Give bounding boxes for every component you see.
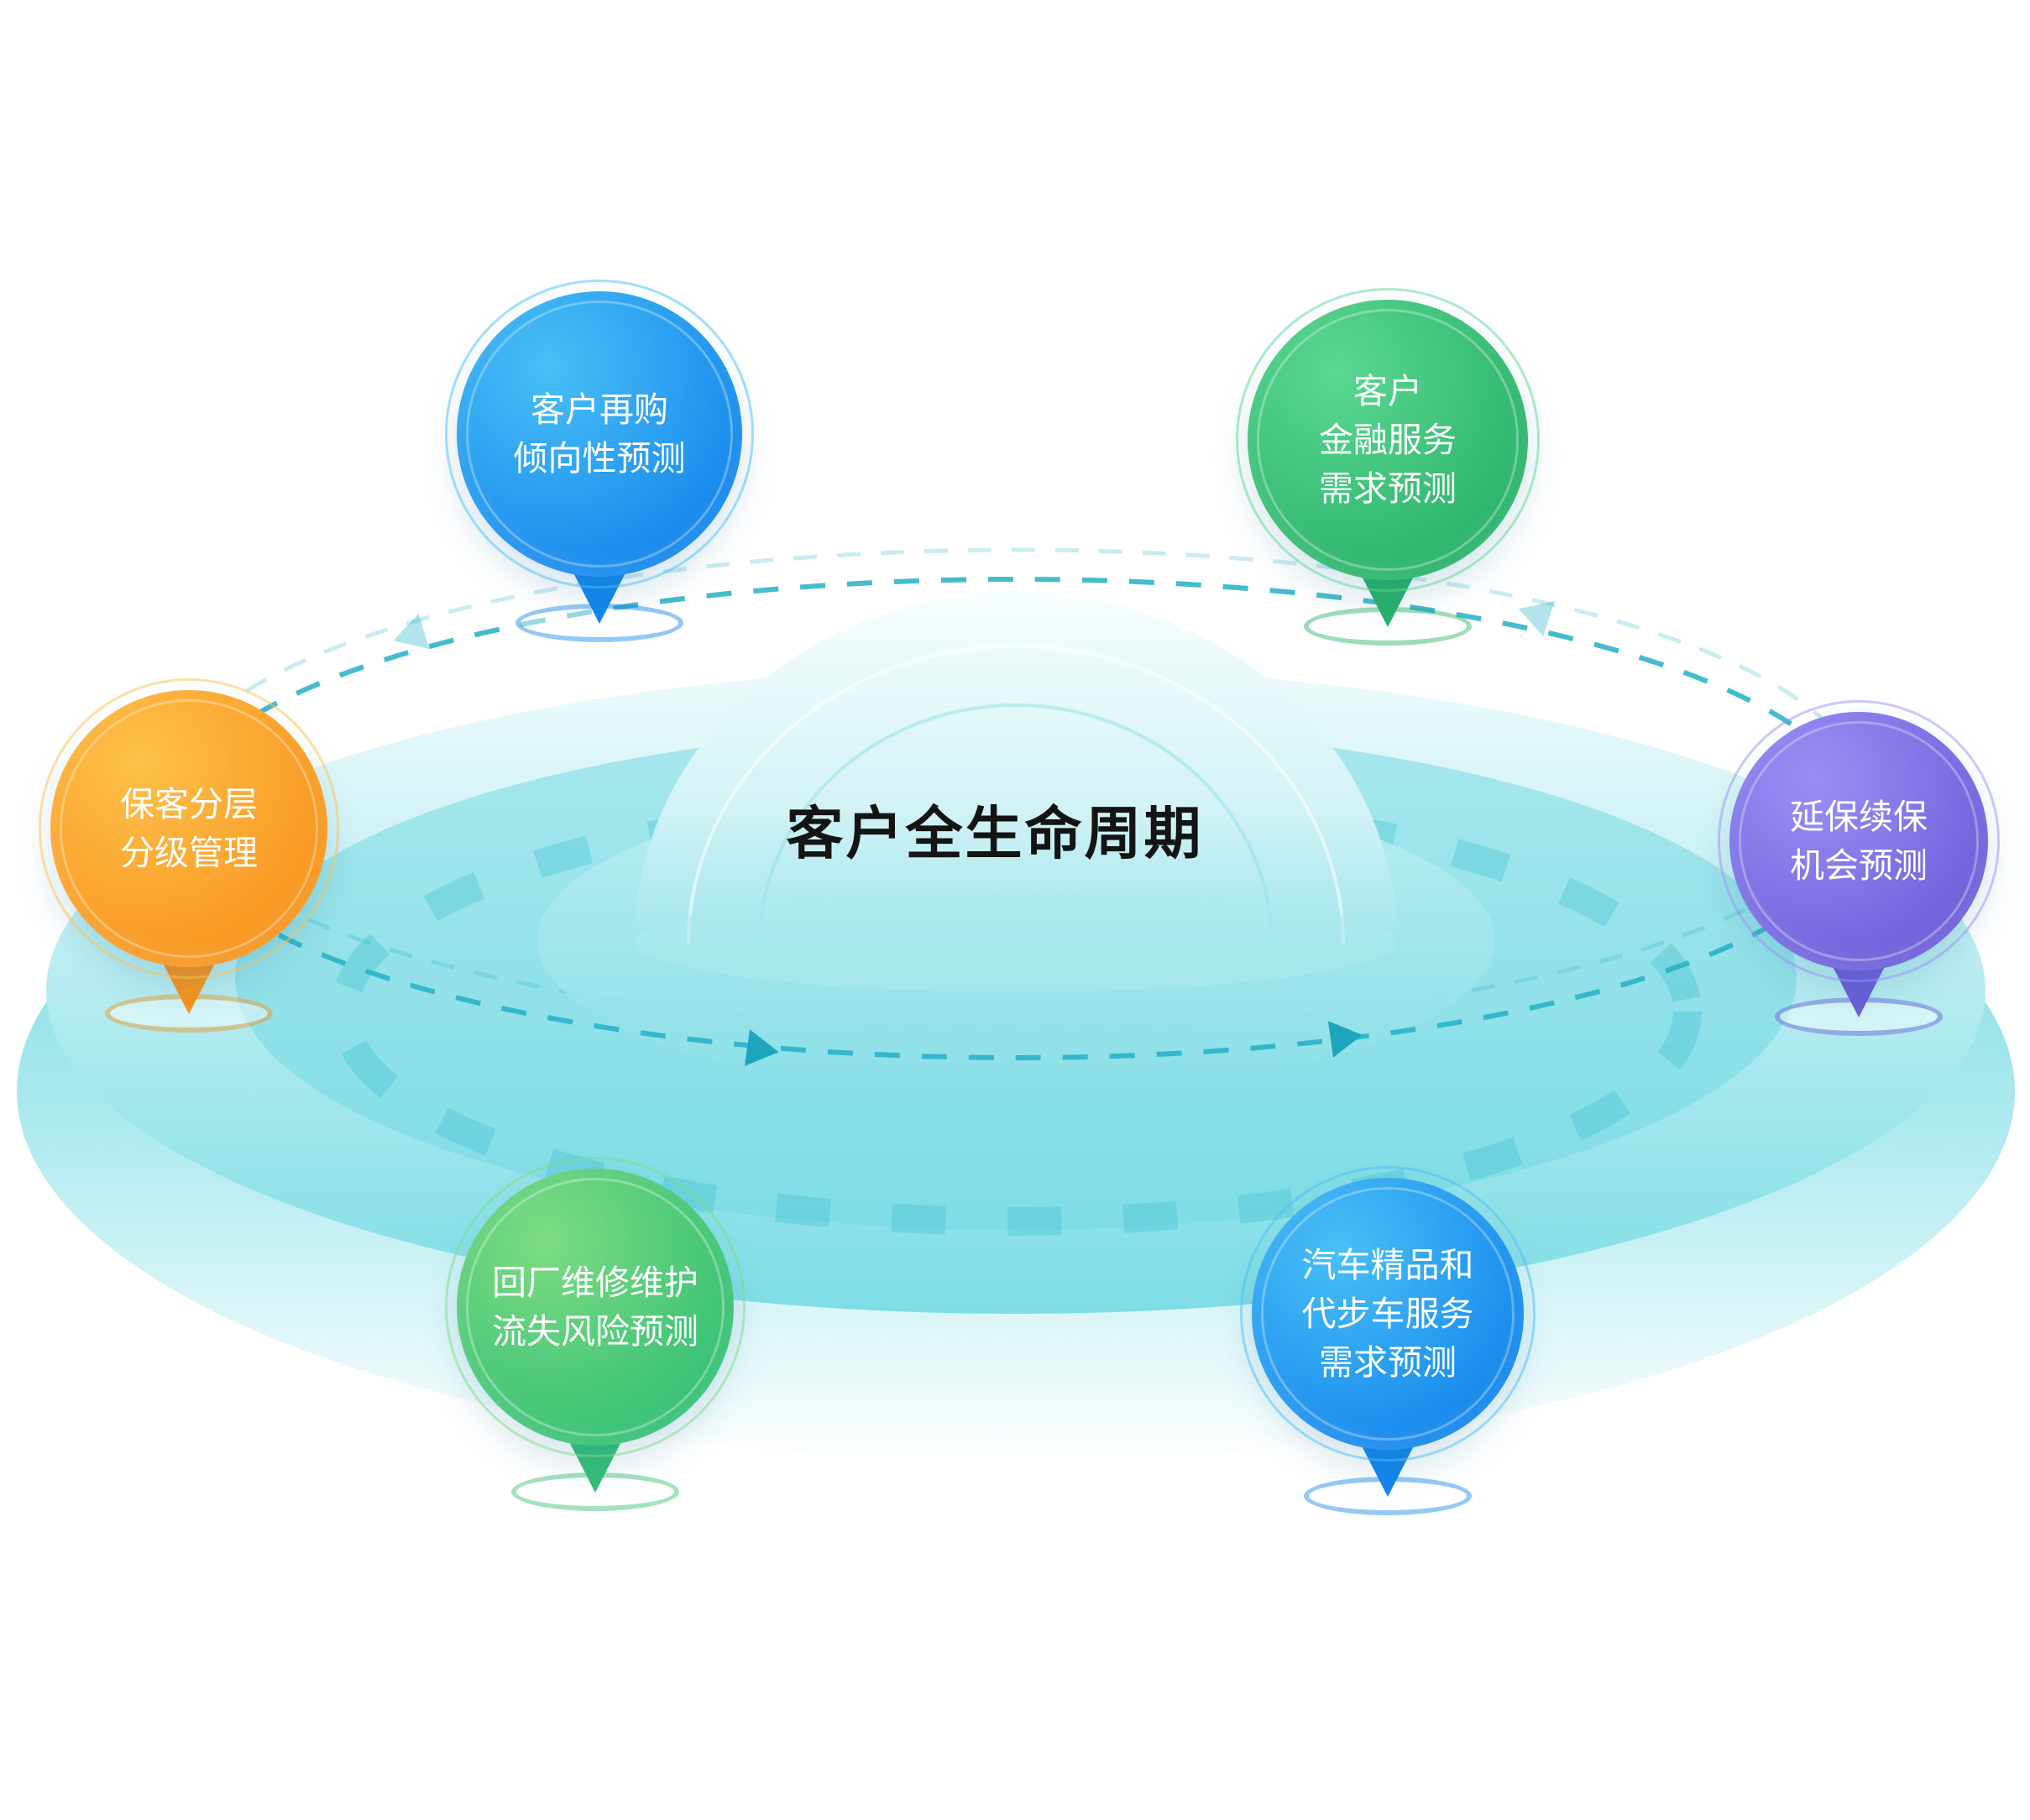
node-bubble: 汽车精品和 代步车服务 需求预测 — [1240, 1166, 1536, 1462]
node-customer-financial-service-demand: 客户 金融服务 需求预测 — [1236, 288, 1540, 646]
node-customer-repurchase-propensity: 客户再购 倾向性预测 — [445, 280, 754, 642]
node-label-line: 延保续保 — [1790, 797, 1928, 836]
node-label-line: 需求预测 — [1319, 469, 1457, 509]
node-repair-maintenance-churn-risk: 回厂维修维护 流失风险预测 — [445, 1157, 746, 1511]
node-label-line: 倾向性预测 — [513, 439, 686, 478]
node-label-line: 汽车精品和 — [1301, 1245, 1474, 1284]
flow-arrow-icon — [1327, 1021, 1363, 1058]
flow-arrow-icon — [1518, 601, 1555, 636]
node-bubble: 回厂维修维护 流失风险预测 — [445, 1157, 746, 1457]
node-accessories-courtesy-car-demand: 汽车精品和 代步车服务 需求预测 — [1240, 1166, 1536, 1515]
node-bubble: 客户 金融服务 需求预测 — [1236, 288, 1540, 592]
flow-arrow-icon — [393, 613, 430, 650]
node-label-line: 金融服务 — [1319, 420, 1457, 459]
node-bubble: 保客分层 分级管理 — [39, 678, 339, 979]
center-dome — [634, 592, 1398, 944]
node-label-line: 回厂维修维护 — [492, 1263, 698, 1302]
flow-arrow-icon — [744, 1029, 779, 1066]
node-label-line: 客户再购 — [531, 390, 668, 429]
node-bubble: 客户再购 倾向性预测 — [445, 280, 754, 588]
node-label-line: 流失风险预测 — [492, 1312, 698, 1351]
page-title: 客户全生命周期 — [786, 802, 1204, 866]
node-label-line: 保客分层 — [120, 784, 258, 824]
node-label-line: 需求预测 — [1319, 1343, 1457, 1383]
node-extended-warranty-renewal-opportunity: 延保续保 机会预测 — [1718, 700, 2000, 1036]
node-label-line: 代步车服务 — [1301, 1294, 1474, 1333]
dome-base — [634, 892, 1398, 992]
dome-arc-outer — [687, 645, 1345, 945]
node-loyal-customer-tiered-management: 保客分层 分级管理 — [39, 678, 339, 1033]
dome-arc-inner — [758, 703, 1274, 945]
node-bubble: 延保续保 机会预测 — [1718, 700, 2000, 982]
node-label-line: 机会预测 — [1790, 846, 1928, 885]
node-label-line: 客户 — [1353, 371, 1422, 411]
node-label-line: 分级管理 — [120, 834, 258, 872]
